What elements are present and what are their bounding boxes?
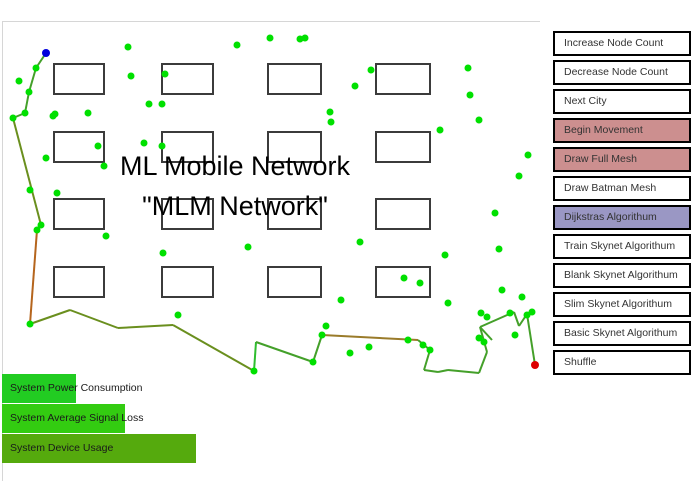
status-bar-label: System Device Usage: [10, 442, 114, 454]
panel-button-basic-skynet-algorithum[interactable]: Basic Skynet Algorithum: [553, 321, 691, 346]
panel-button-label: Slim Skynet Algorithum: [564, 298, 672, 310]
building-block: [53, 63, 105, 95]
building-block: [375, 266, 431, 298]
building-block: [161, 63, 214, 95]
building-block: [161, 131, 214, 163]
panel-button-decrease-node-count[interactable]: Decrease Node Count: [553, 60, 691, 85]
panel-button-label: Shuffle: [564, 356, 597, 368]
building-block: [53, 131, 105, 163]
building-block: [267, 266, 322, 298]
status-bar-fill: [2, 374, 76, 403]
panel-button-label: Increase Node Count: [564, 37, 664, 49]
status-bar-label: System Average Signal Loss: [10, 412, 144, 424]
panel-button-label: Train Skynet Algorithum: [564, 240, 676, 252]
panel-button-label: Next City: [564, 95, 607, 107]
panel-button-increase-node-count[interactable]: Increase Node Count: [553, 31, 691, 56]
panel-button-blank-skynet-algorithum[interactable]: Blank Skynet Algorithum: [553, 263, 691, 288]
panel-button-label: Blank Skynet Algorithum: [564, 269, 678, 281]
building-block: [267, 131, 322, 163]
panel-button-begin-movement[interactable]: Begin Movement: [553, 118, 691, 143]
building-block: [53, 198, 105, 230]
building-block: [267, 198, 322, 230]
building-block: [53, 266, 105, 298]
building-block: [375, 198, 431, 230]
panel-button-label: Draw Full Mesh: [564, 153, 637, 165]
building-block: [161, 266, 214, 298]
status-bar-label: System Power Consumption: [10, 382, 143, 394]
panel-button-label: Decrease Node Count: [564, 66, 668, 78]
building-block: [267, 63, 322, 95]
panel-button-label: Draw Batman Mesh: [564, 182, 657, 194]
panel-button-slim-skynet-algorithum[interactable]: Slim Skynet Algorithum: [553, 292, 691, 317]
building-block: [161, 198, 214, 230]
panel-button-draw-batman-mesh[interactable]: Draw Batman Mesh: [553, 176, 691, 201]
panel-button-label: Dijkstras Algorithum: [564, 211, 657, 223]
building-block: [375, 131, 431, 163]
panel-button-train-skynet-algorithum[interactable]: Train Skynet Algorithum: [553, 234, 691, 259]
panel-button-label: Basic Skynet Algorithum: [564, 327, 678, 339]
status-bar-fill: [2, 434, 196, 463]
panel-button-draw-full-mesh[interactable]: Draw Full Mesh: [553, 147, 691, 172]
status-bar-fill: [2, 404, 125, 433]
panel-button-shuffle[interactable]: Shuffle: [553, 350, 691, 375]
panel-button-dijkstras-algorithum[interactable]: Dijkstras Algorithum: [553, 205, 691, 230]
panel-button-label: Begin Movement: [564, 124, 643, 136]
panel-button-next-city[interactable]: Next City: [553, 89, 691, 114]
building-block: [375, 63, 431, 95]
